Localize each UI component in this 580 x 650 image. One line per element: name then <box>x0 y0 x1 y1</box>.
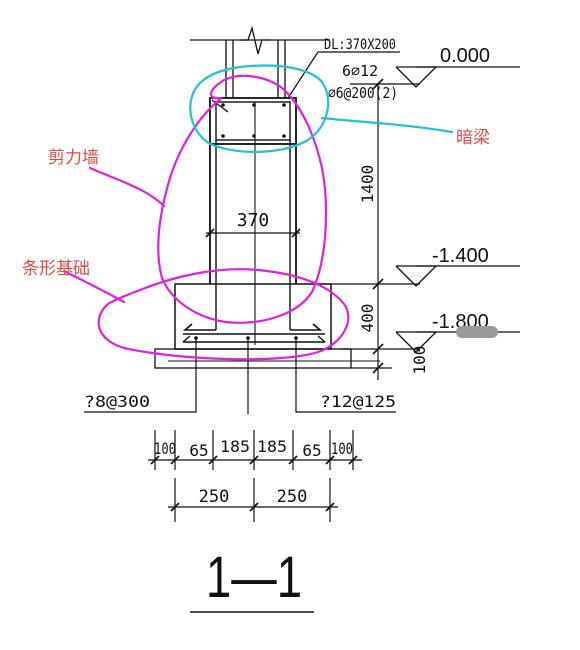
rebar-right-label: ?12@125 <box>320 392 396 411</box>
annotation-foundation-outline <box>64 268 350 361</box>
bottom-dims-row1 <box>148 430 362 470</box>
dim-label: 185 <box>220 437 250 456</box>
watermark-blob <box>456 326 498 338</box>
elevation-mark-top <box>395 66 520 88</box>
strip-foundation <box>174 283 332 350</box>
rebar-left-label: ?8@300 <box>84 392 150 411</box>
section-title: 1—1 <box>206 545 302 610</box>
dim-label: 185 <box>257 437 287 456</box>
beam-rebar-dots <box>221 103 286 138</box>
elevation-mid-label: -1.400 <box>432 245 489 267</box>
elevation-mark-mid <box>395 265 520 287</box>
dim-100-label: 100 <box>410 346 429 375</box>
beam-spec-label: DL:370X200 <box>324 37 396 53</box>
wall-width-dim <box>205 228 301 238</box>
foundation-rebar-dots <box>194 336 298 340</box>
dim-label: 65 <box>302 441 321 460</box>
beam-main-bar-label: 6⌀12 <box>342 62 378 80</box>
beam-leader <box>287 51 400 99</box>
dim-400-label: 400 <box>358 304 377 333</box>
wall-top-break <box>190 25 330 98</box>
bottom-dims-row2 <box>168 478 338 522</box>
bottom-dim-labels: 100 65 185 185 65 100 <box>154 437 353 460</box>
annotation-beam-outline <box>189 64 454 153</box>
hidden-beam <box>209 97 297 145</box>
annotation-strip-foundation: 条形基础 <box>22 259 90 279</box>
annotation-shear-wall: 剪力墙 <box>48 148 99 168</box>
dim-total-left: 250 <box>199 487 230 507</box>
annotation-wall-outline <box>88 74 328 324</box>
wall-width-label: 370 <box>237 210 270 231</box>
dim-label: 100 <box>154 439 176 458</box>
dim-total-right: 250 <box>277 487 308 507</box>
vertical-dim-line <box>330 78 420 380</box>
dim-label: 65 <box>189 441 208 460</box>
rebar-leaders <box>84 338 396 414</box>
blinding-layer <box>154 348 380 369</box>
shear-wall <box>209 102 297 345</box>
beam-stirrup-label: ⌀6@200(2) <box>328 84 398 102</box>
dim-label: 100 <box>331 439 353 458</box>
elevation-top-label: 0.000 <box>440 45 490 67</box>
dim-1400-label: 1400 <box>358 165 377 204</box>
annotation-hidden-beam: 暗梁 <box>456 128 490 148</box>
